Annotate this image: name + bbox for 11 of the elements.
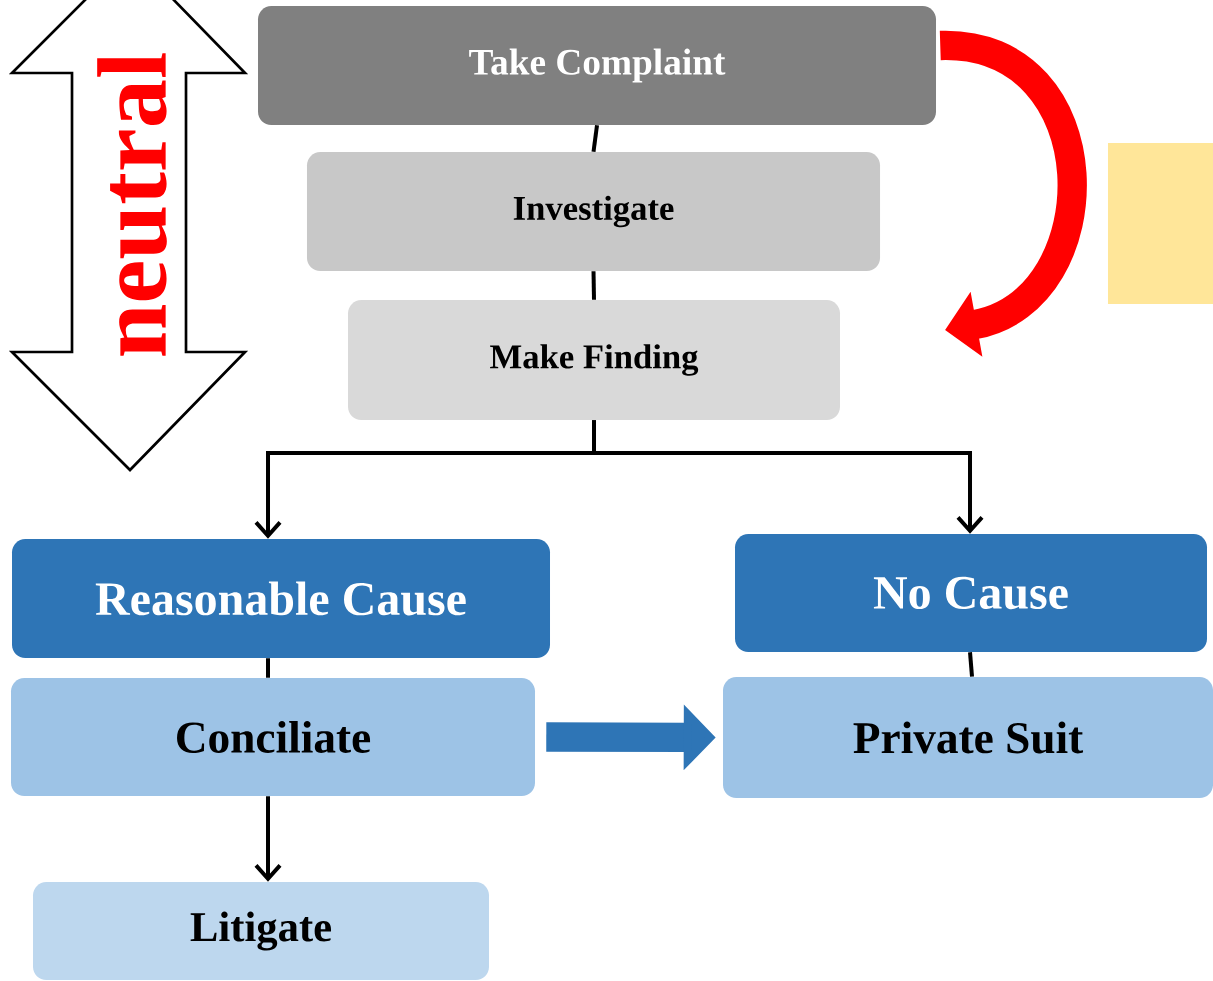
process-box: Make Finding [348, 300, 840, 420]
process-box: Litigate [33, 882, 489, 980]
arrow [592, 420, 984, 534]
arrow [254, 796, 282, 882]
note-box [1108, 142, 1213, 305]
process-box: Conciliate [11, 678, 535, 796]
process-box: Private Suit [723, 676, 1213, 799]
process-box: Investigate [306, 152, 881, 271]
process-box: Take Complaint [258, 6, 936, 125]
outcome-box: Reasonable Cause [12, 539, 550, 658]
outcome-box: No Cause [735, 534, 1207, 652]
